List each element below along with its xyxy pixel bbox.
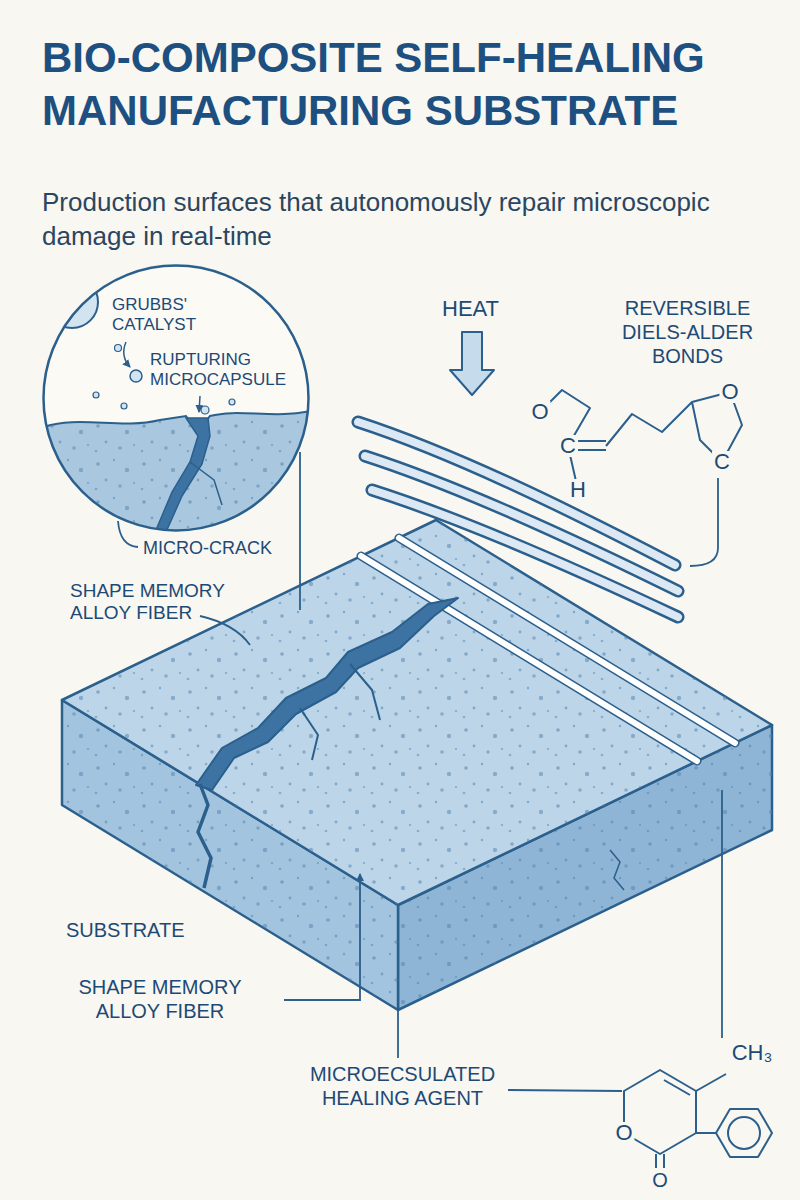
inset-circle: GRUBBS' CATALYST RUPTURING MICROCAPSULE — [42, 264, 310, 532]
heat-arrow — [450, 332, 494, 395]
callout-text: GRUBBS' CATALYST — [112, 295, 217, 336]
part-label: MICROECSULATED HEALING AGENT — [300, 1062, 505, 1110]
inset-outline-circle — [44, 266, 309, 531]
part-label: SHAPE MEMORY ALLOY FIBER — [70, 580, 235, 624]
atom-symbol: CH₃ — [730, 1042, 775, 1064]
subtitle: Production surfaces that autonomously re… — [42, 186, 742, 254]
part-label: MICRO-CRACK — [143, 538, 283, 560]
healing-agent-structure — [624, 1070, 772, 1168]
callout-text: RUPTURING MICROCAPSULE — [150, 350, 295, 391]
atom-symbol: C — [712, 451, 732, 473]
crack — [196, 598, 624, 890]
part-label: SHAPE MEMORY ALLOY FIBER — [70, 975, 250, 1023]
shape-memory-fibers — [358, 422, 678, 617]
bond-label: REVERSIBLE DIELS-ALDER BONDS — [600, 296, 775, 368]
fiber-stripes — [361, 538, 735, 761]
heat-label: HEAT — [442, 296, 512, 322]
title: BIO-COMPOSITE SELF-HEALING MANUFACTURING… — [42, 32, 772, 137]
inset-illustration — [40, 262, 315, 540]
atom-symbol: O — [650, 1170, 670, 1190]
diels-alder-structure — [540, 390, 742, 490]
atom-symbol: O — [529, 401, 550, 423]
substrate-slab — [62, 520, 772, 1010]
atom-symbol: O — [719, 381, 740, 403]
atom-symbol: C — [558, 435, 578, 457]
part-label: SUBSTRATE — [66, 918, 216, 942]
atom-symbol: H — [568, 479, 588, 501]
atom-symbol: O — [613, 1122, 634, 1144]
